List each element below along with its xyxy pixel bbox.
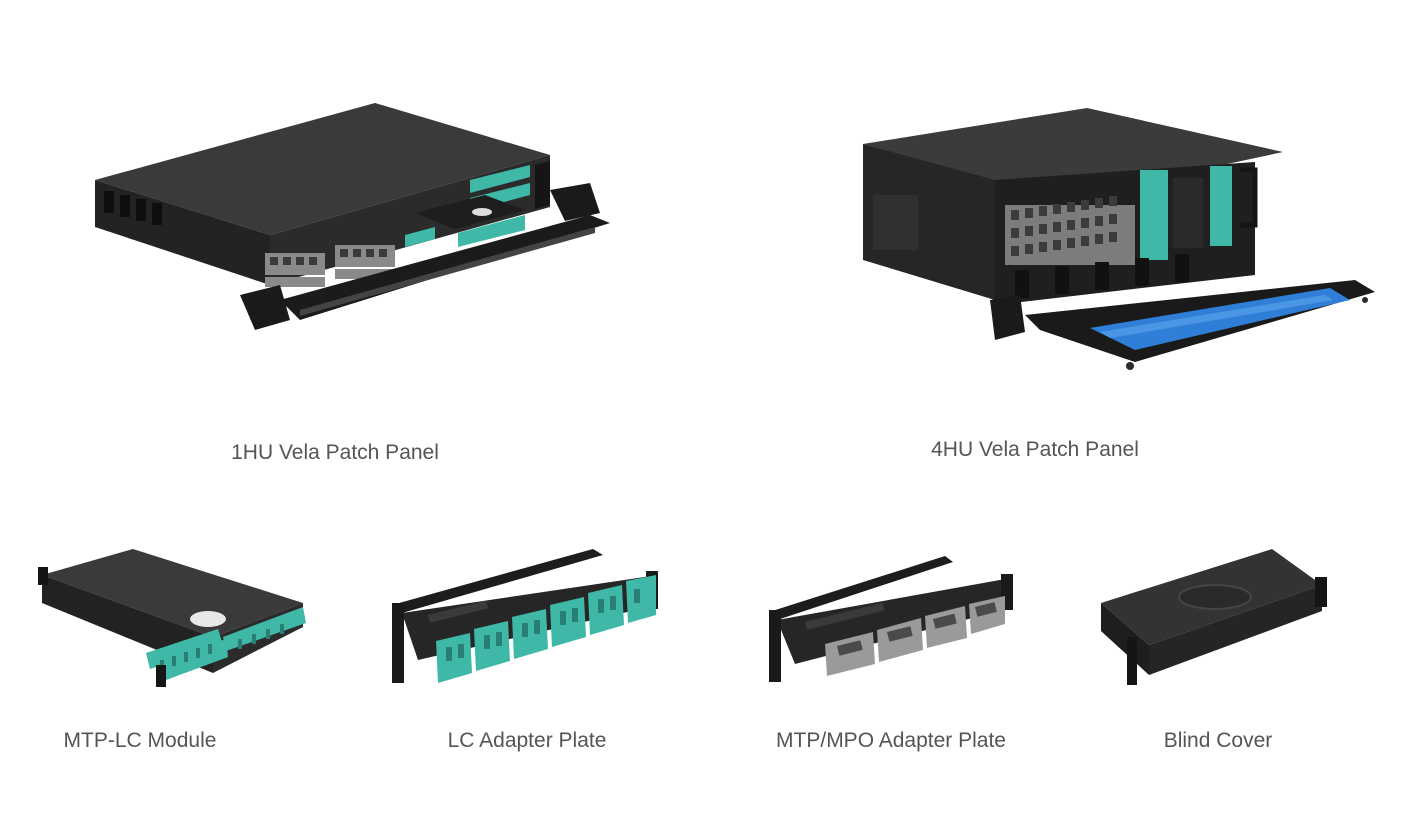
4hu-patch-panel-icon — [863, 108, 1375, 370]
caption-mtp-lc-module: MTP-LC Module — [63, 729, 217, 752]
mtp-lc-module-icon — [38, 549, 306, 687]
product-mtp-lc-module — [38, 545, 313, 695]
product-blind-cover — [1097, 545, 1342, 687]
caption-mtp-mpo-adapter-plate: MTP/MPO Adapter Plate — [776, 729, 1006, 752]
caption-4hu-panel: 4HU Vela Patch Panel — [931, 438, 1139, 461]
1hu-patch-panel-icon — [95, 103, 610, 330]
product-lc-adapter-plate — [388, 545, 666, 690]
product-1hu-panel — [90, 95, 620, 335]
product-4hu-panel — [855, 100, 1380, 375]
caption-1hu-panel: 1HU Vela Patch Panel — [231, 441, 439, 464]
product-mtp-mpo-adapter-plate — [765, 552, 1017, 687]
caption-lc-adapter-plate: LC Adapter Plate — [447, 729, 607, 752]
blind-cover-icon — [1101, 549, 1327, 685]
lc-adapter-plate-icon — [392, 549, 658, 683]
mtp-mpo-adapter-plate-icon — [769, 556, 1013, 682]
caption-blind-cover: Blind Cover — [1163, 729, 1273, 752]
